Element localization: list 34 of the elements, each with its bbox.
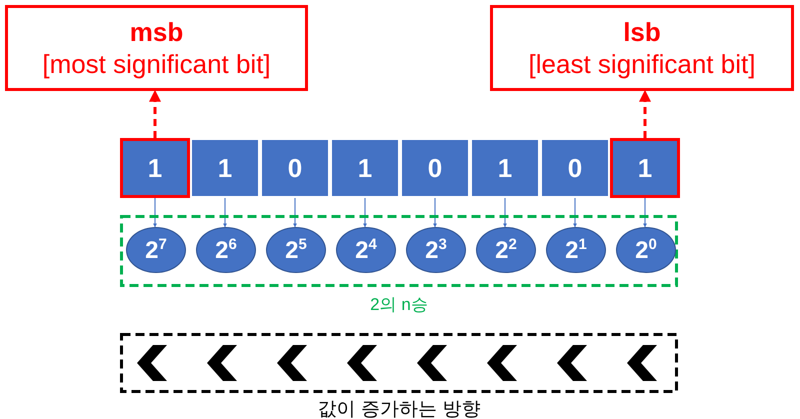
bit-cell: 1	[610, 138, 680, 198]
power-ellipse: 2$^{3}$	[406, 227, 466, 273]
arrow	[293, 198, 297, 228]
bit-cell: 0	[260, 138, 330, 198]
power-ellipse: 2$^{5}$	[266, 227, 326, 273]
arrow	[433, 198, 437, 228]
callout-box	[5, 5, 308, 91]
arrow	[363, 198, 367, 228]
power-ellipse: 2$^{2}$	[476, 227, 536, 273]
callout-box	[490, 5, 794, 91]
power-ellipse: 2$^{7}$	[126, 227, 186, 273]
power-ellipse: 2$^{0}$	[616, 227, 676, 273]
callout-heading: msb	[130, 16, 184, 48]
bit-cell: 1	[190, 138, 260, 198]
callout-heading: lsb	[623, 16, 661, 48]
power-ellipse: 2$^{4}$	[336, 227, 396, 273]
arrow	[503, 198, 507, 228]
power-ellipse: 2$^{1}$	[546, 227, 606, 273]
bit-cell: 1	[470, 138, 540, 198]
arrow	[643, 198, 647, 228]
group-caption: 2의 n승	[369, 294, 429, 316]
bit-cell: 1	[330, 138, 400, 198]
arrow	[639, 90, 651, 138]
callout-text: [most significant bit]	[42, 48, 271, 80]
arrow	[149, 90, 161, 138]
arrow	[153, 198, 157, 228]
bit-cell: 0	[540, 138, 610, 198]
arrow	[573, 198, 577, 228]
bit-cell: 1	[120, 138, 190, 198]
direction-caption: 값이 증가하는 방향	[316, 398, 482, 419]
bit-cell: 0	[400, 138, 470, 198]
power-ellipse: 2$^{6}$	[196, 227, 256, 273]
arrow	[223, 198, 227, 228]
callout-text: [least significant bit]	[528, 48, 756, 80]
